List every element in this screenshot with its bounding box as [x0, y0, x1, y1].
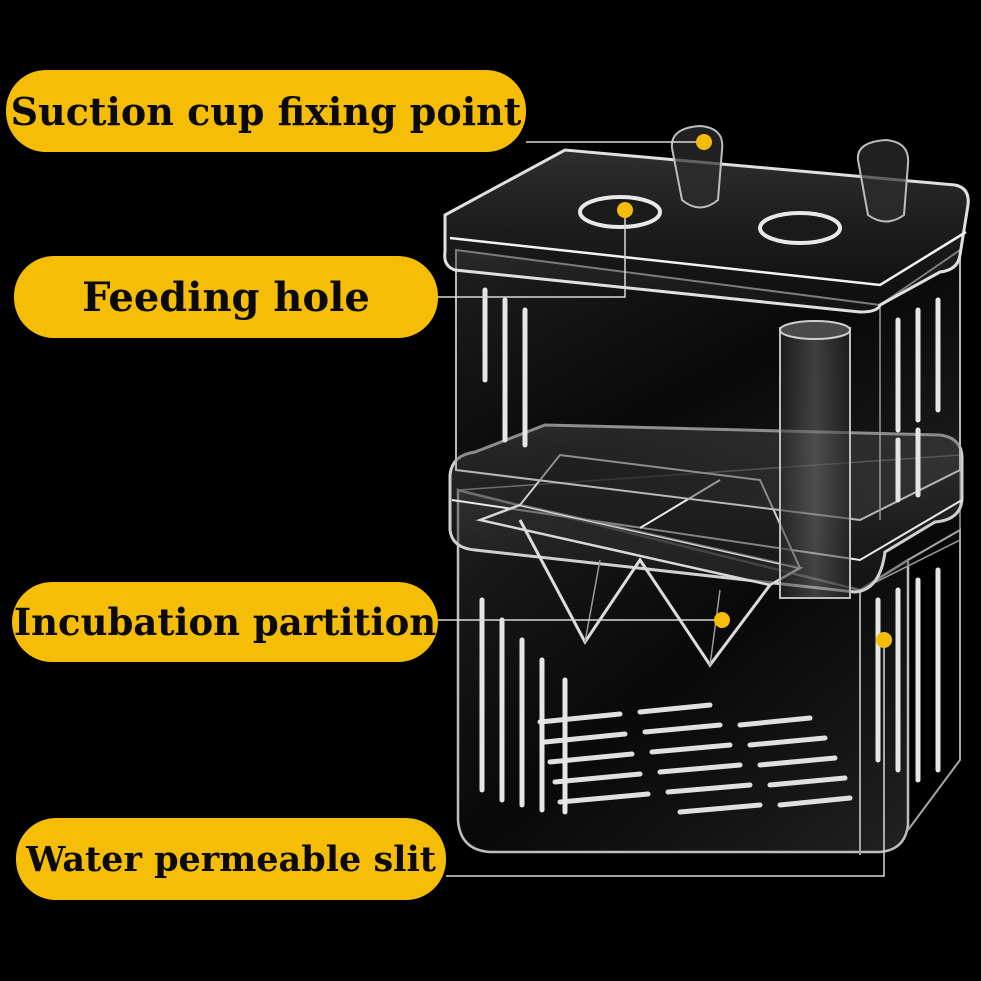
label-suction-cup: Suction cup fixing point: [6, 70, 526, 152]
overflow-tube: [779, 320, 851, 599]
marker-dot-feeding: [617, 202, 633, 218]
lid: [443, 148, 970, 314]
lower-side-slits: [479, 567, 941, 815]
label-water-slit: Water permeable slit: [16, 818, 446, 900]
callout-markers: [617, 134, 892, 648]
label-incubation-partition: Incubation partition: [12, 582, 438, 662]
upper-side-slits: [482, 287, 941, 503]
callout-lines: [438, 141, 885, 877]
marker-dot-suction: [696, 134, 712, 150]
label-feeding-hole: Feeding hole: [14, 256, 438, 338]
marker-dot-water: [876, 632, 892, 648]
bottom-slits: [537, 702, 853, 815]
marker-dot-incubation: [714, 612, 730, 628]
